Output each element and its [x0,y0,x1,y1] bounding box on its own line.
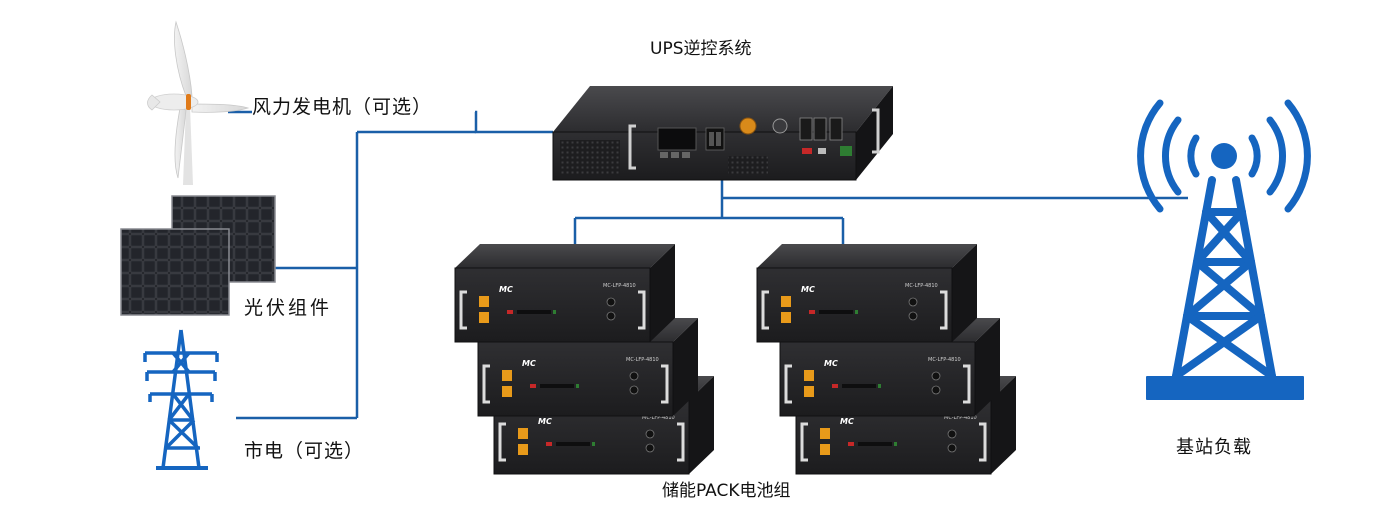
ups-to-battery [573,178,845,244]
transmission-tower-icon [143,329,219,470]
ups-label: UPS逆控系统 [650,39,752,59]
battery-module [755,242,979,344]
connection-lines [228,110,1188,420]
base-station-load-label: 基站负载 [1176,437,1252,458]
battery-stack-left [453,242,716,476]
pv-panel-label: 光伏组件 [244,297,333,319]
ups-device [552,86,893,181]
battery-pack-label: 储能PACK电池组 [662,481,791,501]
battery-module [453,242,677,344]
solar-panel-icon [120,195,276,316]
wind-turbine-icon [147,20,250,185]
wind-line [228,110,553,134]
battery-stack-right [755,242,1018,476]
wind-turbine-label: 风力发电机（可选） [252,96,433,118]
cell-tower-icon [1137,99,1311,400]
grid-label: 市电（可选） [244,440,365,462]
